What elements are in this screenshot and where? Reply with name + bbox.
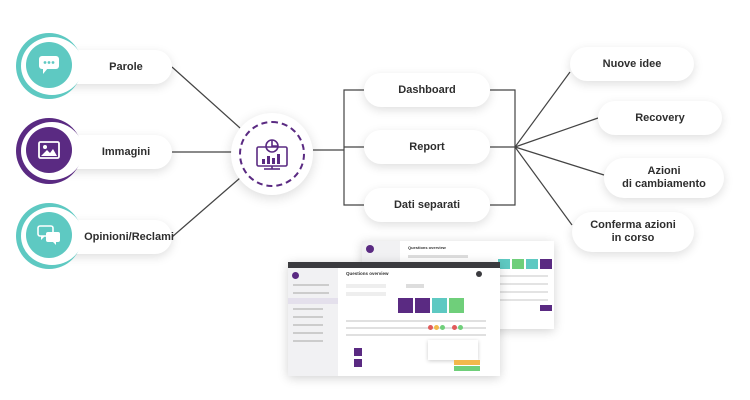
result-pill-conferma: Conferma azioni in corso	[572, 212, 694, 252]
output-pill-dati-separati: Dati separati	[364, 188, 490, 222]
analysis-hub	[231, 113, 313, 195]
opinioni-ring	[16, 203, 83, 269]
app-screenshot-front: Questions overview	[288, 262, 500, 376]
app-title-front: Questions overview	[346, 271, 389, 276]
app-title-back: Questions overview	[408, 245, 446, 250]
immagini-ring	[16, 118, 83, 184]
analytics-monitor-icon	[256, 139, 288, 170]
result-pill-azioni: Azioni di cambiamento	[604, 158, 724, 198]
image-icon	[38, 141, 60, 159]
connector-opinioni	[171, 177, 241, 238]
source-label: Opinioni/Reclami	[84, 230, 174, 243]
result-label: Recovery	[635, 111, 685, 124]
connector-azioni	[514, 146, 605, 176]
result-pill-nuove-idee: Nuove idee	[570, 47, 694, 81]
chat-bubble-icon	[39, 56, 59, 74]
connector-nuove-idee	[514, 71, 571, 148]
comments-icon	[37, 225, 60, 245]
source-label: Immagini	[101, 145, 151, 158]
output-label: Dati separati	[393, 198, 461, 211]
output-label: Report	[409, 140, 445, 153]
result-label-line2: di cambiamento	[622, 178, 706, 190]
output-pill-report: Report	[364, 130, 490, 164]
result-label: Nuove idee	[602, 57, 662, 70]
connector-conferma	[514, 146, 573, 226]
result-label-line2: in corso	[611, 232, 655, 244]
result-label-line1: Conferma azioni	[590, 219, 676, 231]
source-label: Parole	[109, 60, 143, 73]
output-label: Dashboard	[398, 83, 456, 96]
hub-dashed-ring	[239, 121, 305, 187]
output-pill-dashboard: Dashboard	[364, 73, 490, 107]
result-pill-recovery: Recovery	[598, 101, 722, 135]
connector-recovery	[514, 117, 599, 148]
connector-parole	[171, 66, 241, 129]
parole-ring	[16, 33, 83, 99]
result-label-line1: Azioni	[647, 165, 681, 177]
